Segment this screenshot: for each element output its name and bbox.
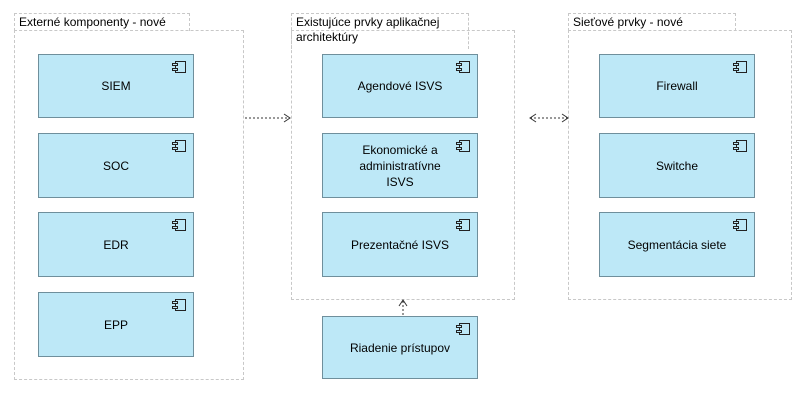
- component-switche[interactable]: Switche: [599, 133, 755, 198]
- component-icon: [733, 140, 747, 152]
- component-label: Prezentačné ISVS: [350, 237, 450, 252]
- component-icon: [456, 219, 470, 231]
- component-icon: [172, 299, 186, 311]
- component-icon: [733, 219, 747, 231]
- component-label: EDR: [103, 237, 129, 252]
- component-prezentacne-isvs[interactable]: Prezentačné ISVS: [322, 212, 478, 277]
- package-title-external: Externé komponenty - nové: [19, 15, 166, 29]
- package-tab-external: Externé komponenty - nové: [14, 13, 190, 31]
- component-segmentacia-siete[interactable]: Segmentácia siete: [599, 212, 755, 277]
- component-icon: [172, 61, 186, 73]
- component-icon: [172, 140, 186, 152]
- component-firewall[interactable]: Firewall: [599, 54, 755, 118]
- package-tab-network: Sieťové prvky - nové: [568, 13, 736, 31]
- component-siem[interactable]: SIEM: [38, 54, 194, 118]
- component-label: EPP: [103, 317, 128, 332]
- component-soc[interactable]: SOC: [38, 133, 194, 198]
- component-ekonomicke-isvs[interactable]: Ekonomické a administratívne ISVS: [322, 133, 478, 198]
- component-icon: [456, 323, 470, 335]
- component-icon: [456, 61, 470, 73]
- package-tab-existing: Existujúce prvky aplikačnej architektúry: [291, 13, 469, 49]
- component-riadenie-pristupov[interactable]: Riadenie prístupov: [322, 316, 478, 379]
- connector-existing-network-bidirectional: [529, 113, 569, 123]
- component-edr[interactable]: EDR: [38, 212, 194, 277]
- connector-external-to-existing: [245, 113, 291, 123]
- package-title-existing-line1: Existujúce prvky aplikačnej: [296, 15, 440, 29]
- component-epp[interactable]: EPP: [38, 292, 194, 357]
- component-label: Switche: [655, 158, 699, 173]
- component-label: Agendové ISVS: [357, 79, 443, 93]
- package-title-existing-line2: architektúry: [296, 30, 359, 44]
- package-title-network: Sieťové prvky - nové: [573, 15, 683, 29]
- connector-access-to-existing: [398, 299, 408, 315]
- component-icon: [456, 140, 470, 152]
- component-label: Firewall: [656, 79, 698, 93]
- component-label: Ekonomické a administratívne ISVS: [359, 142, 441, 189]
- component-agendove-isvs[interactable]: Agendové ISVS: [322, 54, 478, 118]
- component-label: Segmentácia siete: [627, 237, 727, 252]
- component-label: Riadenie prístupov: [349, 340, 451, 355]
- component-icon: [733, 61, 747, 73]
- package-external-components: [14, 30, 244, 380]
- package-network-elements: [568, 30, 792, 300]
- component-icon: [172, 219, 186, 231]
- component-label: SOC: [102, 158, 129, 173]
- component-label: SIEM: [101, 79, 131, 93]
